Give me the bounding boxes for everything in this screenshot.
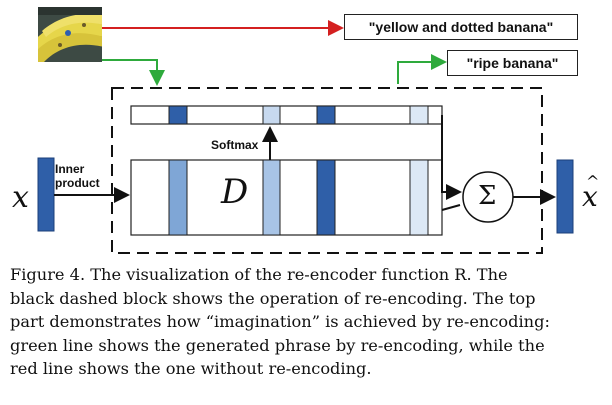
- caption-line-4: green line shows the generated phrase by…: [10, 335, 545, 355]
- softmax-label: Softmax: [211, 138, 259, 152]
- inner-product-label: Inner product: [55, 162, 100, 190]
- diagram-graphics: [37, 20, 574, 254]
- green-line-output: [397, 54, 447, 84]
- caption-line-1: Figure 4. The visualization of the re-en…: [10, 265, 508, 284]
- attention-cell-dark-2: [316, 105, 336, 125]
- caption-line-2: black dashed block shows the operation o…: [10, 288, 536, 308]
- dictionary-column-4: [409, 159, 429, 236]
- caption-line-5: red line shows the one without re-encodi…: [10, 359, 372, 378]
- inner-product-line1: Inner: [55, 162, 85, 176]
- figure-caption: Figure 4. The visualization of the re-en…: [10, 263, 606, 381]
- output-symbol: x: [582, 180, 598, 213]
- label-with-reencoding: "ripe banana": [447, 50, 578, 76]
- dictionary-symbol: D: [221, 172, 249, 212]
- output-vector: [556, 159, 574, 234]
- caption-line-3: part demonstrates how “imagination” is a…: [10, 312, 550, 331]
- re-encoder-diagram: "yellow and dotted banana" "ripe banana"…: [12, 7, 600, 254]
- attention-cell-end: [409, 105, 429, 125]
- attention-cell-light: [262, 105, 281, 125]
- label-without-reencoding: "yellow and dotted banana": [344, 14, 578, 40]
- banana-image: [38, 7, 102, 62]
- dictionary-column-3: [316, 159, 336, 236]
- attention-to-sum-line: [441, 115, 462, 200]
- dictionary-column-2: [262, 159, 281, 236]
- matrix-to-sum-line: [441, 204, 461, 211]
- dashed-reencoding-block: [111, 87, 543, 254]
- attention-cell-dark-1: [168, 105, 188, 125]
- input-symbol: x: [12, 180, 29, 215]
- dictionary-column-1: [168, 159, 188, 236]
- sum-symbol: Σ: [478, 181, 497, 211]
- output-hat: ^: [586, 172, 600, 191]
- inner-product-line2: product: [55, 176, 100, 190]
- green-line-image: [102, 59, 165, 86]
- input-vector: [37, 157, 55, 232]
